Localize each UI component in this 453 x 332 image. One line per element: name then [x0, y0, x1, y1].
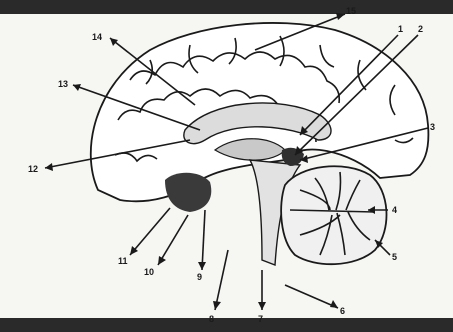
label-15: 15: [346, 6, 356, 16]
cerebellum: [281, 166, 386, 264]
label-11: 11: [118, 256, 128, 266]
label-12: 12: [28, 164, 38, 174]
label-8: 8: [209, 314, 214, 324]
label-5: 5: [392, 252, 397, 262]
label-1: 1: [398, 24, 403, 34]
label-9: 9: [197, 272, 202, 282]
label-2: 2: [418, 24, 423, 34]
label-4: 4: [392, 205, 397, 215]
label-14: 14: [92, 32, 102, 42]
label-13: 13: [58, 79, 68, 89]
label-10: 10: [144, 267, 154, 277]
label-3: 3: [430, 122, 435, 132]
label-7: 7: [258, 314, 263, 324]
label-6: 6: [340, 306, 345, 316]
bottom-border-band: [0, 318, 453, 332]
top-border-band: [0, 0, 453, 14]
